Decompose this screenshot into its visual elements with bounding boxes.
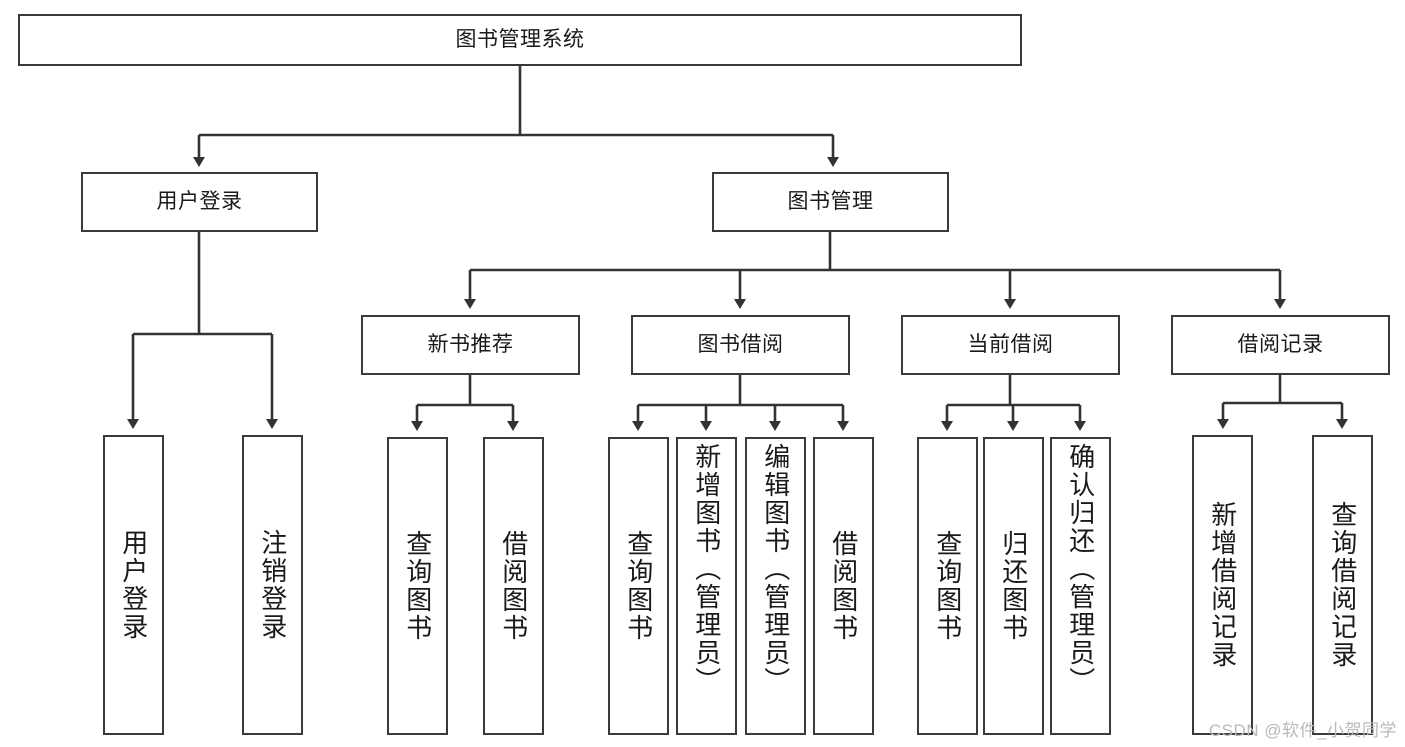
leaf-new-book-1[interactable]: 查询图书 [387, 437, 448, 735]
node-new-book-recommend-label: 新书推荐 [427, 332, 514, 356]
node-borrow-record[interactable]: 借阅记录 [1171, 315, 1390, 375]
leaf-user-login-2[interactable]: 注销登录 [242, 435, 303, 735]
node-root[interactable]: 图书管理系统 [18, 14, 1022, 66]
leaf-current-borrow-2[interactable]: 归还图书 [983, 437, 1044, 735]
leaf-book-borrow-4-label: 借阅图书 [828, 530, 859, 642]
node-book-management-label: 图书管理 [787, 189, 874, 213]
node-borrow-record-label: 借阅记录 [1237, 332, 1324, 356]
node-current-borrow-label: 当前借阅 [967, 332, 1054, 356]
node-user-login[interactable]: 用户登录 [81, 172, 318, 232]
leaf-new-book-2[interactable]: 借阅图书 [483, 437, 544, 735]
leaf-book-borrow-2[interactable]: 新增图书（管理员） [676, 437, 737, 735]
node-new-book-recommend[interactable]: 新书推荐 [361, 315, 580, 375]
leaf-user-login-1-label: 用户登录 [118, 529, 149, 641]
leaf-book-borrow-3[interactable]: 编辑图书（管理员） [745, 437, 806, 735]
leaf-current-borrow-1-label: 查询图书 [932, 530, 963, 642]
leaf-borrow-record-2[interactable]: 查询借阅记录 [1312, 435, 1373, 735]
leaf-new-book-1-label: 查询图书 [402, 530, 433, 642]
watermark-text: CSDN @软件_小贺同学 [1208, 721, 1397, 740]
leaf-current-borrow-1[interactable]: 查询图书 [917, 437, 978, 735]
leaf-current-borrow-3-label: 确认归还（管理员） [1065, 443, 1096, 695]
node-book-borrow[interactable]: 图书借阅 [631, 315, 850, 375]
leaf-book-borrow-4[interactable]: 借阅图书 [813, 437, 874, 735]
leaf-book-borrow-2-label: 新增图书（管理员） [691, 443, 722, 695]
leaf-book-borrow-3-label: 编辑图书（管理员） [760, 443, 791, 695]
leaf-new-book-2-label: 借阅图书 [498, 530, 529, 642]
leaf-user-login-2-label: 注销登录 [257, 529, 288, 641]
leaf-book-borrow-1[interactable]: 查询图书 [608, 437, 669, 735]
leaf-current-borrow-2-label: 归还图书 [998, 530, 1029, 642]
leaf-current-borrow-3[interactable]: 确认归还（管理员） [1050, 437, 1111, 735]
node-root-label: 图书管理系统 [455, 27, 585, 51]
node-book-borrow-label: 图书借阅 [697, 332, 784, 356]
leaf-borrow-record-1[interactable]: 新增借阅记录 [1192, 435, 1253, 735]
node-current-borrow[interactable]: 当前借阅 [901, 315, 1120, 375]
leaf-book-borrow-1-label: 查询图书 [623, 530, 654, 642]
node-user-login-label: 用户登录 [156, 189, 243, 213]
leaf-borrow-record-2-label: 查询借阅记录 [1327, 501, 1358, 669]
node-book-management[interactable]: 图书管理 [712, 172, 949, 232]
leaf-borrow-record-1-label: 新增借阅记录 [1207, 501, 1238, 669]
leaf-user-login-1[interactable]: 用户登录 [103, 435, 164, 735]
